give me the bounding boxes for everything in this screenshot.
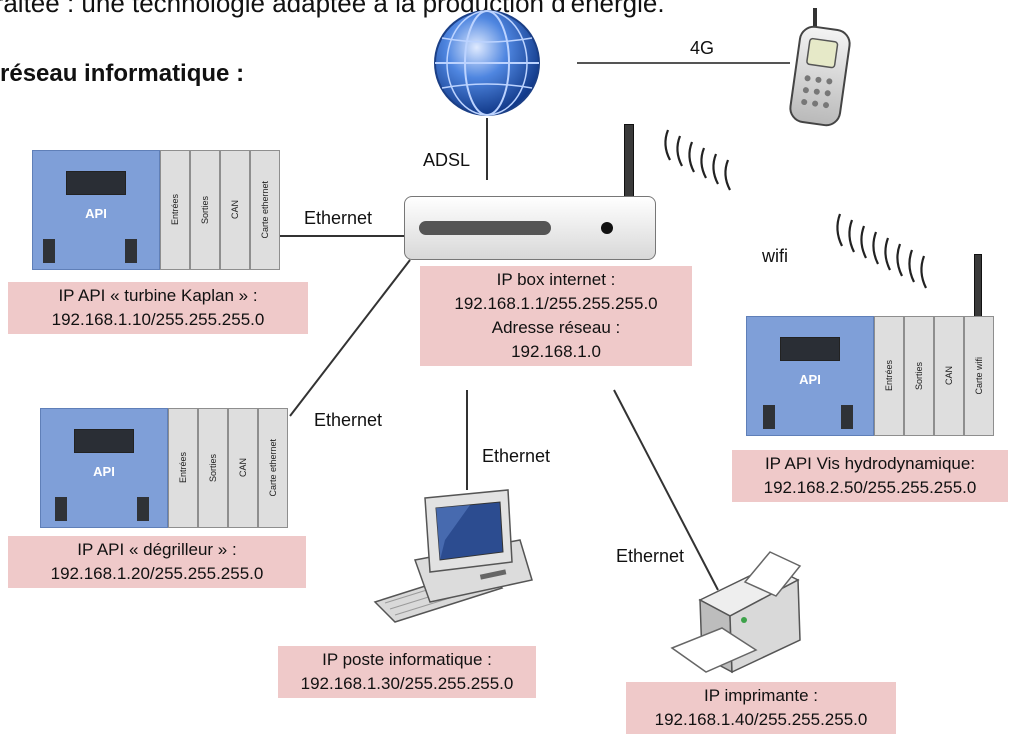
ip-line: IP API « turbine Kaplan » : — [58, 286, 258, 305]
plc-degrilleur: API Entrées Sorties CAN Carte ethernet — [40, 408, 288, 528]
plc-cpu: API — [40, 408, 168, 528]
plc-display — [66, 171, 126, 195]
ip-label-box: IP box internet : 192.168.1.1/255.255.25… — [420, 266, 692, 366]
plc-cpu-label: API — [85, 206, 107, 221]
ip-line: 192.168.1.30/255.255.255.0 — [300, 674, 514, 693]
label-eth-kaplan: Ethernet — [304, 208, 373, 228]
plc-vis: API Entrées Sorties CAN Carte wifi — [746, 316, 994, 436]
plc-cpu-label: API — [93, 464, 115, 479]
globe-icon — [434, 10, 540, 116]
plc-cpu: API — [32, 150, 160, 270]
ip-line: IP imprimante : — [703, 686, 818, 705]
router-led — [601, 222, 613, 234]
ip-line: Adresse réseau : — [491, 318, 621, 337]
plc-cpu: API — [746, 316, 874, 436]
ip-label-pc: IP poste informatique : 192.168.1.30/255… — [278, 646, 536, 698]
ip-label-vis: IP API Vis hydrodynamique: 192.168.2.50/… — [732, 450, 1008, 502]
plc-foot — [763, 405, 775, 429]
plc-foot — [55, 497, 67, 521]
plc-foot — [137, 497, 149, 521]
module-can: CAN — [220, 150, 250, 270]
ip-label-kaplan: IP API « turbine Kaplan » : 192.168.1.10… — [8, 282, 308, 334]
ip-line: 192.168.1.20/255.255.255.0 — [50, 564, 264, 583]
module-outputs: Sorties — [190, 150, 220, 270]
ip-line: 192.168.1.1/255.255.255.0 — [454, 294, 658, 313]
label-eth-pc: Ethernet — [482, 446, 551, 466]
module-eth-card: Carte ethernet — [258, 408, 288, 528]
plc-kaplan: API Entrées Sorties CAN Carte ethernet — [32, 150, 280, 270]
module-can: CAN — [228, 408, 258, 528]
module-outputs: Sorties — [198, 408, 228, 528]
router-antenna — [624, 124, 634, 198]
router-slot — [419, 221, 551, 235]
phone-icon — [789, 8, 851, 127]
ip-line: 192.168.2.50/255.255.255.0 — [763, 478, 977, 497]
line-eth-printer — [613, 389, 719, 591]
printer-icon — [670, 551, 802, 674]
ip-line: 192.168.1.10/255.255.255.0 — [51, 310, 265, 329]
module-label: CAN — [230, 200, 240, 220]
ip-line: IP API « dégrilleur » : — [77, 540, 237, 559]
plc-foot — [43, 239, 55, 263]
plc-foot — [841, 405, 853, 429]
module-label: Entrées — [178, 452, 188, 484]
module-label: CAN — [944, 366, 954, 386]
label-eth-degrilleur: Ethernet — [314, 410, 383, 430]
section-title: réseau informatique : — [0, 60, 245, 87]
plc-display — [780, 337, 840, 361]
internet-box — [404, 196, 656, 260]
module-label: Sorties — [200, 195, 210, 224]
computer-icon — [373, 489, 533, 623]
ip-line: 192.168.1.40/255.255.255.0 — [654, 710, 868, 729]
module-label: Entrées — [170, 194, 180, 226]
module-inputs: Entrées — [160, 150, 190, 270]
label-4g: 4G — [690, 38, 715, 58]
module-label: Carte wifi — [974, 357, 984, 395]
module-wifi-card: Carte wifi — [964, 316, 994, 436]
plc-display — [74, 429, 134, 453]
ip-line: IP poste informatique : — [322, 650, 492, 669]
module-label: Carte ethernet — [260, 181, 270, 239]
ip-label-degrilleur: IP API « dégrilleur » : 192.168.1.20/255… — [8, 536, 306, 588]
line-eth-degrilleur — [289, 259, 411, 417]
module-inputs: Entrées — [168, 408, 198, 528]
module-can: CAN — [934, 316, 964, 436]
module-eth-card: Carte ethernet — [250, 150, 280, 270]
module-outputs: Sorties — [904, 316, 934, 436]
plc-cpu-label: API — [799, 372, 821, 387]
plc-wifi-antenna — [974, 254, 982, 318]
wifi-waves — [664, 129, 927, 289]
ip-line: 192.168.1.0 — [511, 342, 601, 361]
module-label: CAN — [238, 458, 248, 478]
label-wifi: wifi — [762, 246, 788, 266]
ip-line: IP API Vis hydrodynamique: — [764, 454, 976, 473]
label-eth-printer: Ethernet — [616, 546, 685, 566]
ip-label-printer: IP imprimante : 192.168.1.40/255.255.255… — [626, 682, 896, 734]
module-label: Entrées — [884, 360, 894, 392]
label-adsl: ADSL — [423, 150, 471, 170]
module-label: Carte ethernet — [268, 439, 278, 497]
module-label: Sorties — [914, 361, 924, 390]
ip-line: IP box internet : — [496, 270, 616, 289]
module-inputs: Entrées — [874, 316, 904, 436]
module-label: Sorties — [208, 453, 218, 482]
plc-foot — [125, 239, 137, 263]
